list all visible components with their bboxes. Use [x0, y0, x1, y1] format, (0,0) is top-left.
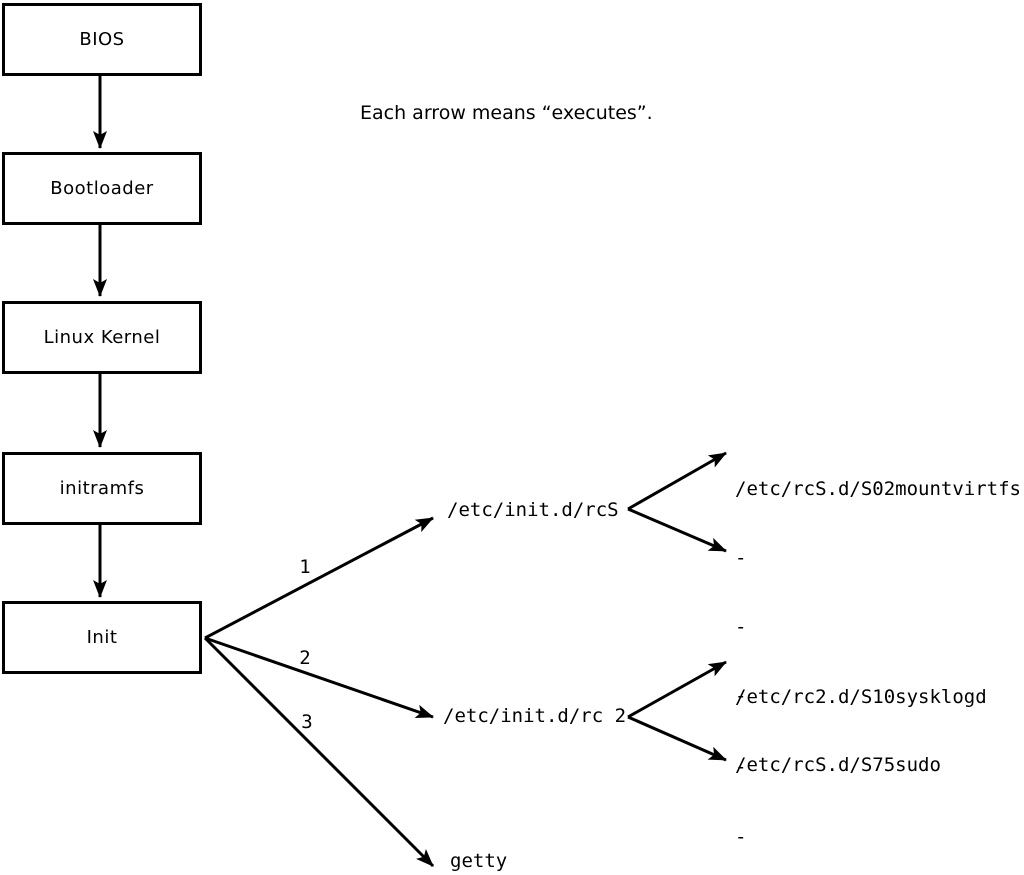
- node-etc-init-d-rc2: /etc/init.d/rc 2: [443, 705, 627, 727]
- box-initramfs-label: initramfs: [59, 478, 145, 499]
- arrow-rc2-to-s10sysklogd: [627, 660, 727, 719]
- node-rc2-child-s10sysklogd: /etc/rc2.d/S10sysklogd: [735, 686, 987, 708]
- box-linux-kernel-label: Linux Kernel: [43, 327, 161, 348]
- node-etc-init-d-rcs: /etc/init.d/rcS: [447, 499, 619, 521]
- box-bootloader-label: Bootloader: [50, 178, 154, 199]
- node-rcs-child-s75sudo: /etc/rcS.d/S75sudo: [735, 754, 941, 776]
- box-bios-label: BIOS: [79, 29, 125, 50]
- ellipsis-dash: -: [735, 756, 747, 778]
- ellipsis-dash: -: [735, 685, 747, 707]
- diagram-caption: Each arrow means “executes”.: [360, 102, 653, 124]
- node-getty: getty: [450, 850, 508, 872]
- box-bootloader: Bootloader: [2, 152, 202, 225]
- box-initramfs: initramfs: [2, 452, 202, 525]
- ellipsis-dash: -: [735, 547, 747, 569]
- box-init-label: Init: [86, 627, 118, 648]
- box-linux-kernel: Linux Kernel: [2, 301, 202, 374]
- box-init: Init: [2, 601, 202, 674]
- arrow-init-to-rcs: [204, 516, 434, 640]
- branch-label-1: 1: [299, 556, 311, 578]
- ellipsis-dash: -: [735, 826, 747, 848]
- arrow-init-to-rc2: [204, 636, 434, 719]
- branch-label-3: 3: [301, 711, 313, 733]
- arrow-rcs-to-s75sudo: [627, 507, 727, 553]
- rc2-children-list: /etc/rc2.d/S10sysklogd - - - /etc/rc2.d/…: [735, 640, 987, 875]
- arrow-init-to-getty: [203, 636, 435, 868]
- ellipsis-dash: -: [735, 616, 747, 638]
- arrow-rc2-to-s99gdm: [627, 715, 727, 762]
- node-rcs-child-s02mountvirtfs: /etc/rcS.d/S02mountvirtfs: [735, 478, 1021, 500]
- branch-label-2: 2: [299, 647, 311, 669]
- arrow-rcs-to-s02mountvirtfs: [627, 451, 727, 511]
- box-bios: BIOS: [2, 3, 202, 76]
- rcs-children-list: /etc/rcS.d/S02mountvirtfs - - - /etc/rcS…: [735, 433, 1021, 822]
